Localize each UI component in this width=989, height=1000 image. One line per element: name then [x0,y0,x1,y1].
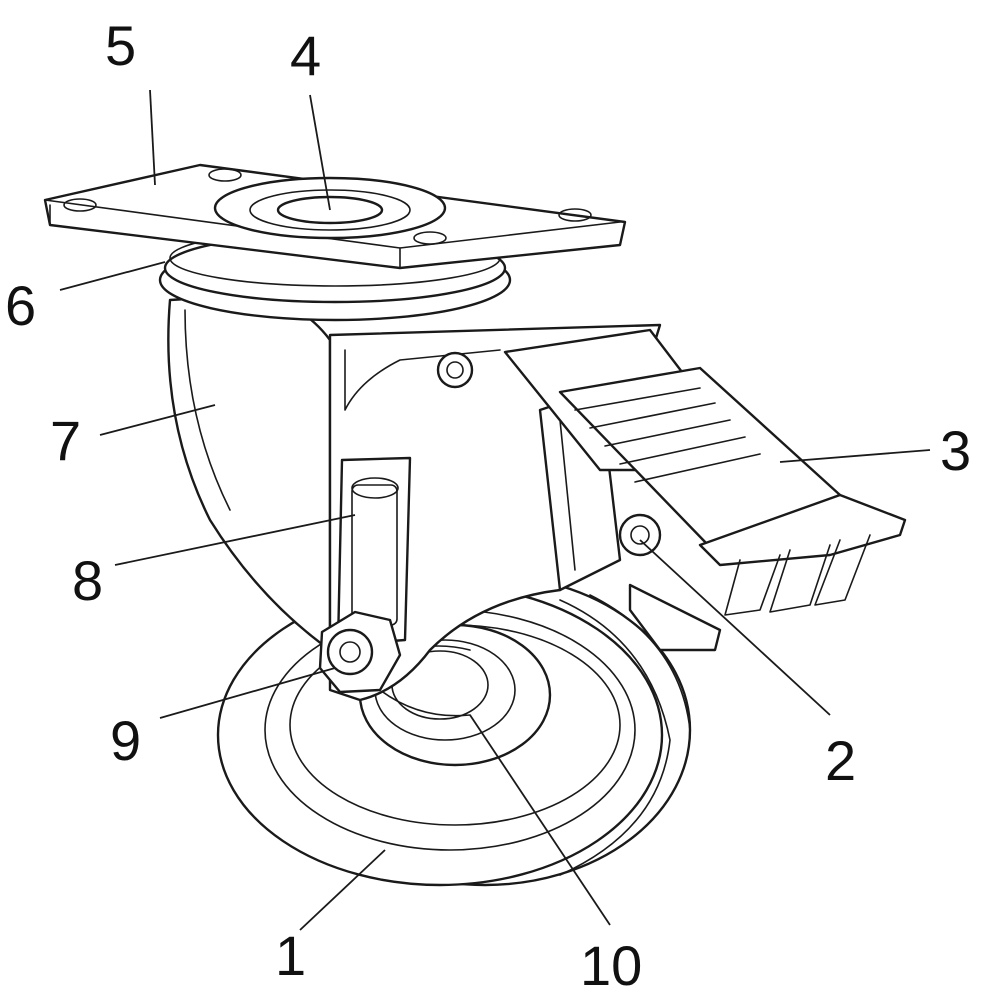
leader-8 [114,514,356,566]
leader-4 [309,94,331,211]
leader-9 [159,667,336,719]
pivot-pins [436,351,722,652]
brake-pedal [503,328,907,616]
leader-1 [299,849,386,931]
callout-5: 5 [105,14,136,77]
mounting-plate [43,163,627,270]
callout-6: 6 [5,274,36,337]
axle-nut [318,610,402,694]
leader-6 [59,261,166,291]
callout-8: 8 [72,549,103,612]
callout-7: 7 [50,409,81,472]
callout-9: 9 [110,709,141,772]
callout-10: 10 [580,934,642,997]
leader-lines [59,89,931,931]
leader-2 [639,539,831,716]
leader-10 [469,714,611,926]
leader-3 [779,449,931,463]
callout-labels: 5 4 6 7 8 9 1 10 2 3 [5,14,971,997]
leader-5 [149,89,156,186]
callout-2: 2 [825,729,856,792]
callout-4: 4 [290,24,321,87]
leader-7 [99,404,216,436]
callout-1: 1 [275,924,306,987]
callout-3: 3 [940,419,971,482]
